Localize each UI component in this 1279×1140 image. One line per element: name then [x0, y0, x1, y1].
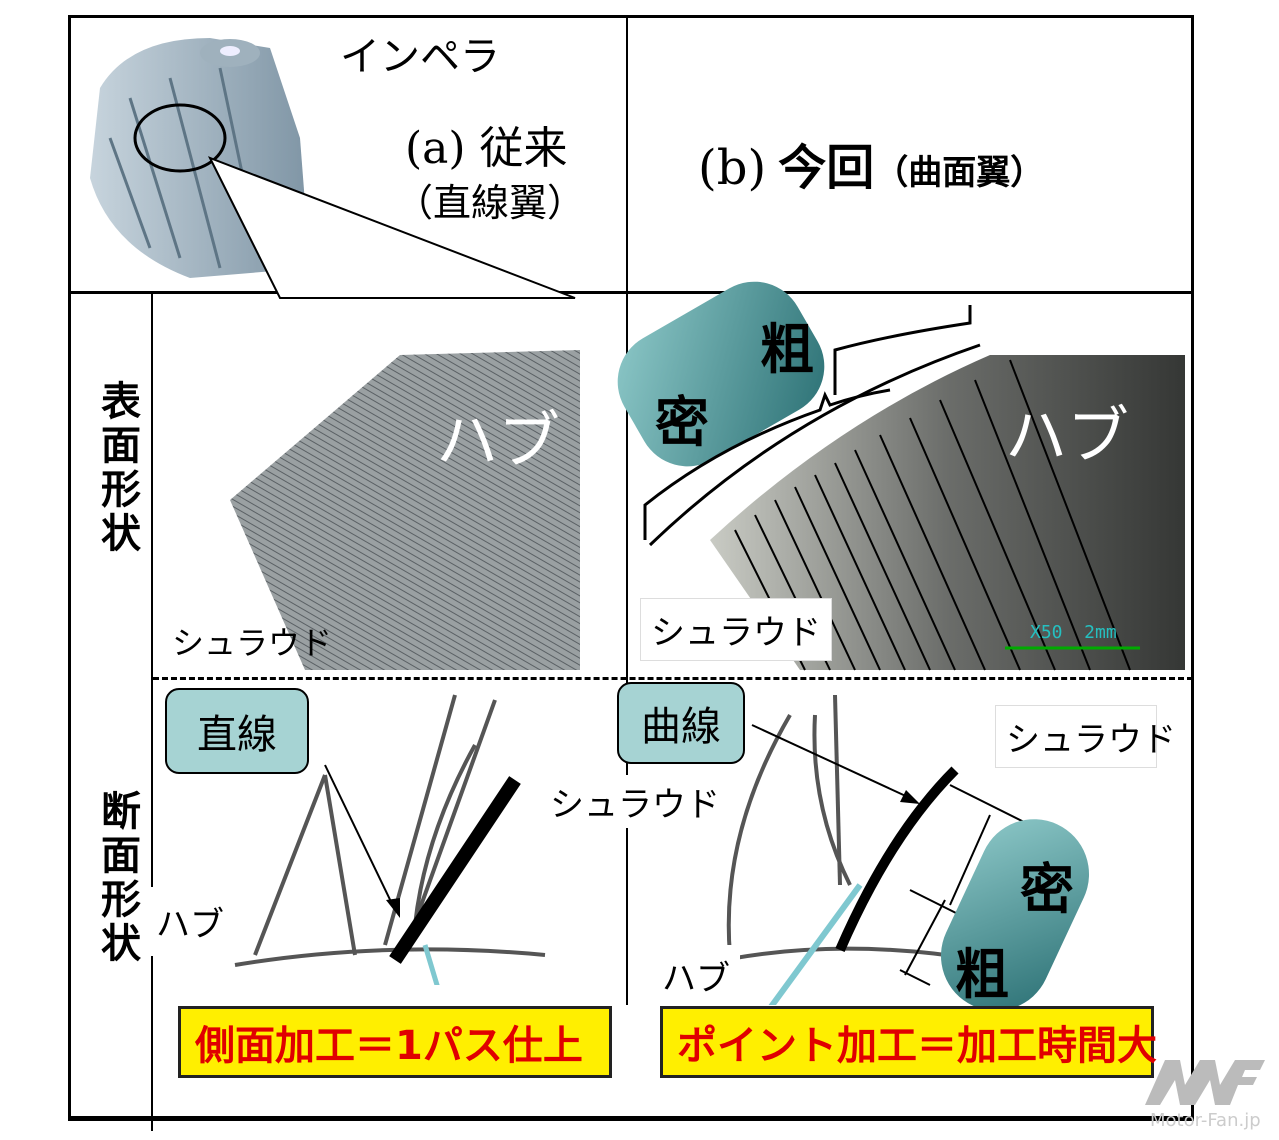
surface-photo-a: [230, 350, 580, 670]
scale-bar-label: X50 2mm: [1030, 622, 1117, 643]
row-label-surface: 表面形状: [94, 380, 140, 556]
section-a-hub: ハブ: [150, 887, 230, 956]
column-b-title-main: 今回: [778, 140, 875, 196]
divider-dashed: [153, 677, 1193, 680]
row-label-section: 断面形状: [94, 790, 140, 966]
section-image-b: [699, 694, 981, 1005]
caption-side-milling: 側面加工＝1パス仕上: [178, 1006, 612, 1078]
section-a-shroud: シュラウド: [548, 775, 722, 828]
caption-point-milling: ポイント加工＝加工時間大: [660, 1006, 1157, 1078]
divider-row-label: [151, 291, 153, 1131]
dimension-arrows: [899, 784, 1031, 986]
section-dense-label: 密: [1020, 858, 1074, 921]
surface-b-hub: ハブ: [1005, 399, 1130, 472]
watermark-logo: [1145, 1060, 1265, 1105]
column-b-prefix: (b): [698, 140, 767, 196]
brace-marks: [643, 305, 972, 540]
section-b-hub: ハブ: [652, 945, 740, 1006]
divider-horizontal: [68, 291, 1191, 294]
diagram-frame: [68, 15, 1194, 1121]
section-straight-tag: 直線: [165, 688, 309, 774]
section-image-a: [234, 694, 546, 985]
straight-arrow: [324, 764, 400, 918]
section-b-shroud: シュラウド: [995, 705, 1176, 768]
impeller-image: [90, 38, 576, 299]
divider-vertical: [626, 15, 628, 1005]
surface-photo-b: [648, 343, 1185, 671]
section-coarse-label: 粗: [955, 943, 1009, 1006]
column-a-title: (a) 従来: [405, 123, 568, 174]
surface-coarse-label: 粗: [760, 318, 814, 381]
surface-a-shroud: シュラウド: [172, 624, 333, 662]
column-b-title: (b) 今回（曲面翼）: [698, 128, 1044, 198]
watermark: Motor-Fan.jp: [1150, 1110, 1261, 1131]
surface-b-shroud: シュラウド: [640, 598, 832, 661]
column-a-subtitle: （直線翼）: [395, 181, 586, 225]
impeller-label: インペラ: [340, 34, 500, 80]
surface-dense-label: 密: [655, 391, 709, 454]
section-curve-tag: 曲線: [617, 682, 745, 764]
column-b-subtitle: （曲面翼）: [874, 153, 1045, 193]
surface-a-hub: ハブ: [436, 404, 561, 477]
curve-arrow: [751, 724, 920, 804]
